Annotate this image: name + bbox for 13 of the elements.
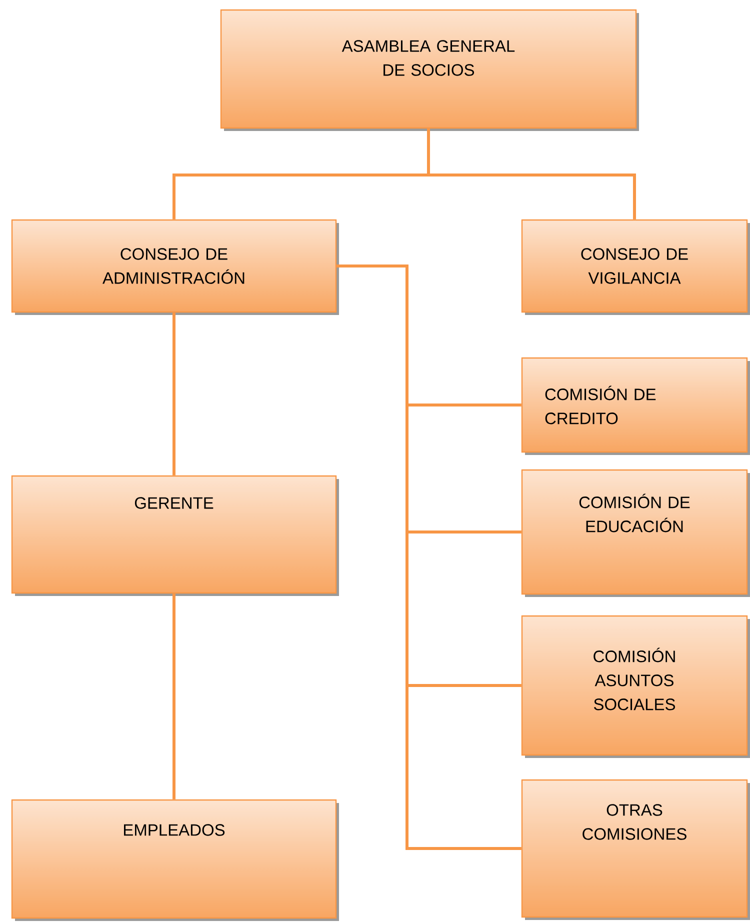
connector-line [172, 594, 176, 800]
org-box: COMISIÓN ASUNTOS SOCIALES [521, 615, 750, 758]
org-box: COMISIÓN DE CREDITO [521, 357, 750, 455]
connector-line [172, 312, 176, 476]
org-box: CONSEJO DE VIGILANCIA [521, 219, 750, 315]
org-box: GERENTE [11, 475, 339, 596]
connector-line [427, 128, 636, 220]
org-box: COMISIÓN DE EDUCACIÓN [521, 469, 750, 597]
org-box: ASAMBLEA GENERAL DE SOCIOS [220, 9, 639, 131]
org-box: EMPLEADOS [11, 799, 339, 921]
org-box: CONSEJO DE ADMINISTRACIÓN [11, 219, 339, 315]
connector-line [336, 264, 522, 850]
org-box: OTRAS COMISIONES [521, 779, 750, 920]
